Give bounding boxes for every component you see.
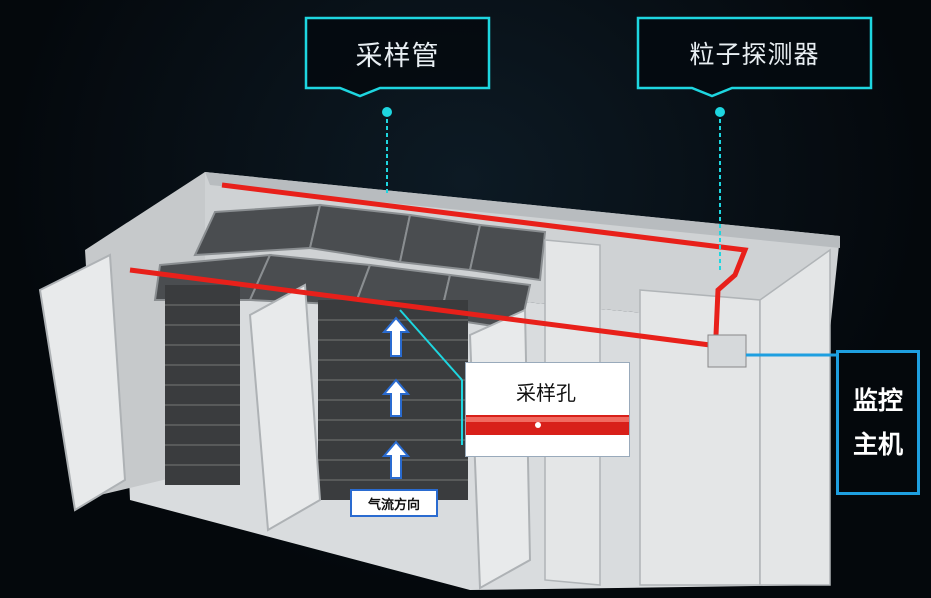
callout-frames xyxy=(304,16,873,98)
callout-leaders xyxy=(386,112,721,272)
sampling-hole-inset: 采样孔 xyxy=(465,362,630,457)
airflow-direction-label: 气流方向 xyxy=(350,489,438,517)
monitor-host-line2: 主机 xyxy=(852,429,903,459)
monitor-host-box: 监控 主机 xyxy=(836,350,920,495)
callout-dot xyxy=(715,107,725,117)
particle-detector-box xyxy=(707,334,747,368)
sampling-hole-pipe xyxy=(466,415,629,435)
inset-leader xyxy=(399,309,463,381)
container-back-wall xyxy=(205,172,840,248)
callout-dot xyxy=(382,107,392,117)
battery-modules-top xyxy=(153,203,547,332)
monitor-host-line1: 监控 xyxy=(852,385,903,415)
airflow-arrows xyxy=(381,316,411,479)
particle-detector-label: 粒子探测器 xyxy=(689,40,820,69)
sampling-hole-label: 采样孔 xyxy=(516,381,576,405)
sampling-pipe-label: 采样管 xyxy=(355,40,440,72)
sampling-pipe xyxy=(129,182,749,348)
